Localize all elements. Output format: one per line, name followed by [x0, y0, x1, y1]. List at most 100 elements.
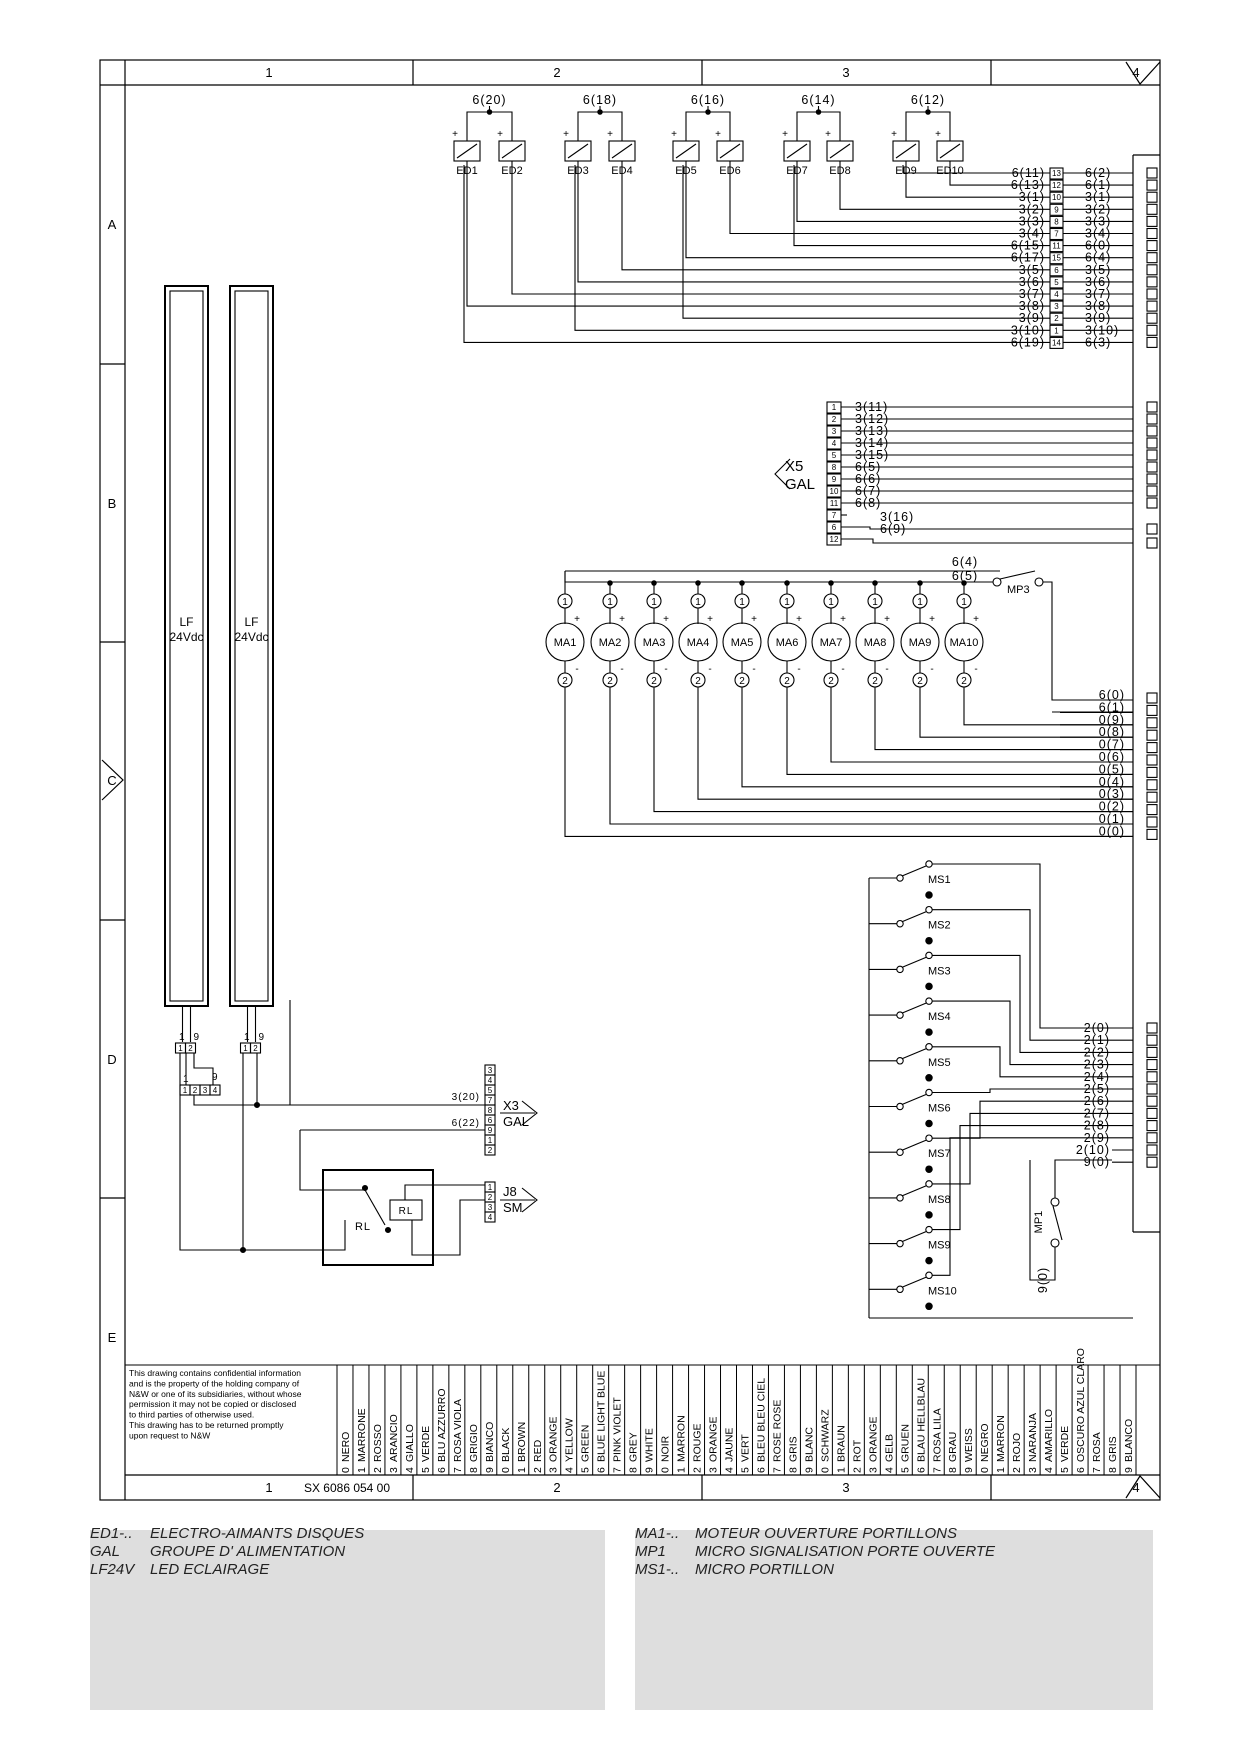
plus-sign: +	[715, 129, 721, 140]
ma-wire-label: 0(7)	[1099, 738, 1125, 752]
legend-desc: MICRO SIGNALISATION PORTE OUVERTE	[695, 1543, 996, 1560]
color-code-number: 7	[771, 1467, 783, 1473]
color-name: GIALLO	[404, 1424, 416, 1462]
terminal-number: 4	[488, 1213, 493, 1222]
switch-contact	[925, 1225, 933, 1234]
switch-contact	[925, 997, 933, 1005]
wire	[949, 161, 1050, 186]
group-wire	[466, 111, 513, 131]
terminal-number: 10	[1052, 193, 1061, 202]
terminal-number: 1	[243, 1044, 248, 1053]
color-name: BLAU HELLBLAU	[915, 1378, 927, 1462]
ms-wire-label: 9(0)	[1084, 1155, 1110, 1169]
color-name: NERO	[340, 1432, 352, 1462]
pcb-pin	[1146, 1046, 1158, 1058]
led-label: LF	[244, 615, 258, 629]
wire	[463, 165, 1050, 343]
wire	[729, 161, 1050, 235]
color-code-number: 8	[468, 1467, 480, 1473]
wire	[841, 538, 1133, 544]
led-strip-inner	[169, 290, 204, 1002]
pcb-pin	[1146, 425, 1158, 437]
pin-number: 1	[784, 597, 790, 608]
row-letter: C	[107, 773, 116, 788]
switch-contact	[925, 982, 933, 991]
ms-label-1: MS1	[928, 874, 951, 886]
color-name: ROJO	[1011, 1433, 1023, 1462]
coil-stroke	[456, 143, 478, 159]
pcb-pin	[1146, 742, 1158, 754]
pin-number: 1	[739, 597, 745, 608]
switch-contact	[925, 1302, 933, 1311]
column-number: 2	[553, 65, 560, 80]
switch-blade	[901, 911, 927, 923]
terminal-number: 2	[488, 1193, 493, 1202]
plus-sign: +	[884, 614, 890, 625]
color-code-number: 9	[803, 1467, 815, 1473]
terminal-number: 6	[488, 1116, 493, 1125]
ma-wire-label: 6(1)	[1099, 700, 1125, 714]
pcb-pin	[1146, 497, 1158, 509]
pcb-pin	[1146, 401, 1158, 413]
wire	[841, 526, 1133, 530]
terminal-number: 4	[1054, 290, 1059, 299]
pcb-pin	[1146, 203, 1158, 215]
color-code-number: 6	[436, 1467, 448, 1473]
column-number: 2	[553, 1480, 560, 1495]
switch-contact	[925, 905, 933, 914]
terminal-number: 3	[203, 1086, 208, 1095]
led-strip	[164, 285, 209, 1007]
led-rating: 24Vdc	[169, 630, 203, 644]
color-name: GRIGIO	[468, 1424, 480, 1462]
ma-wire-label: 0(1)	[1099, 812, 1125, 826]
switch-contact	[925, 936, 933, 945]
wire	[564, 687, 1133, 837]
color-code-number: 0	[979, 1467, 991, 1473]
plus-sign: +	[607, 129, 613, 140]
switch-contact	[925, 1211, 933, 1219]
pcb-pin	[1146, 179, 1158, 191]
switch-blade	[901, 865, 927, 877]
j8-tag: J8	[503, 1184, 517, 1199]
terminal-number: 6	[832, 523, 837, 532]
pcb-pin	[1146, 1071, 1158, 1083]
color-name: JAUNE	[724, 1428, 736, 1462]
color-code-number: 3	[1027, 1467, 1039, 1473]
color-name: BLANCO	[1123, 1419, 1135, 1462]
mp1-contact	[1050, 1197, 1060, 1207]
pcb-pin	[1146, 704, 1158, 716]
ma-wire-label: 0(2)	[1099, 800, 1125, 814]
color-name: VERDE	[420, 1426, 432, 1462]
wire	[609, 687, 1133, 825]
legend-code: LF24V	[90, 1561, 135, 1578]
terminal-number: 3	[488, 1203, 493, 1212]
color-name: GRIS	[1107, 1436, 1119, 1462]
switch-blade	[901, 1048, 927, 1060]
confidential-text: N&W or one of its subsidiaries, without …	[129, 1389, 302, 1399]
group-wire	[685, 111, 731, 131]
pcb-pin	[1146, 276, 1158, 288]
led-label: LF	[179, 615, 193, 629]
pcb-pin	[1146, 215, 1158, 227]
color-code-number: 0	[340, 1467, 352, 1473]
confidential-text: This drawing contains confidential infor…	[129, 1368, 301, 1378]
terminal-number: 4	[488, 1076, 493, 1085]
wire	[1043, 581, 1133, 701]
pin-number: 2	[651, 676, 657, 687]
minus-sign: -	[708, 664, 711, 675]
row-letter: A	[108, 217, 117, 232]
color-code-number: 3	[708, 1467, 720, 1473]
legend-code: MS1-..	[635, 1561, 680, 1578]
color-code-number: 9	[484, 1467, 496, 1473]
wire	[621, 161, 1050, 271]
plus-sign: +	[497, 129, 503, 140]
x3-arrow	[521, 1100, 538, 1126]
j8-arrow	[521, 1187, 538, 1213]
column-number: 3	[842, 65, 849, 80]
ma-wire-label: 0(4)	[1099, 775, 1125, 789]
terminal-number: 2	[832, 415, 837, 424]
pcb-pin	[1146, 537, 1158, 549]
terminal-number: 2	[193, 1086, 198, 1095]
